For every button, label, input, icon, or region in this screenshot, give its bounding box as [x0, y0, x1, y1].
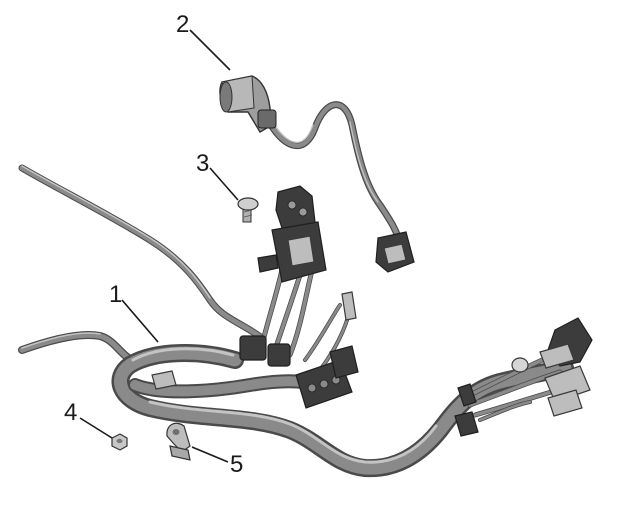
leader-1 [121, 299, 159, 343]
callout-2: 2 [176, 11, 189, 38]
harness-central-connectors [151, 185, 359, 409]
callout-3: 3 [196, 150, 209, 177]
leader-5 [191, 446, 229, 463]
leader-2 [189, 29, 231, 71]
leader-3 [209, 167, 239, 201]
bolt [237, 197, 259, 223]
harness-branch-upper-wire [18, 164, 266, 342]
callout-5: 5 [230, 451, 243, 478]
callout-1: 1 [109, 281, 122, 308]
nut [111, 433, 128, 451]
harness-branch-left-wire [18, 330, 139, 366]
callout-4: 4 [64, 399, 77, 426]
main-wiring-harness [18, 164, 593, 478]
callout-leaders [79, 29, 239, 463]
callout-labels: 1 2 3 4 5 [64, 11, 243, 478]
harness-right-connectors [454, 317, 593, 437]
cable-clamp [166, 422, 191, 461]
sensor-with-cable [219, 75, 415, 273]
leader-4 [79, 417, 113, 439]
